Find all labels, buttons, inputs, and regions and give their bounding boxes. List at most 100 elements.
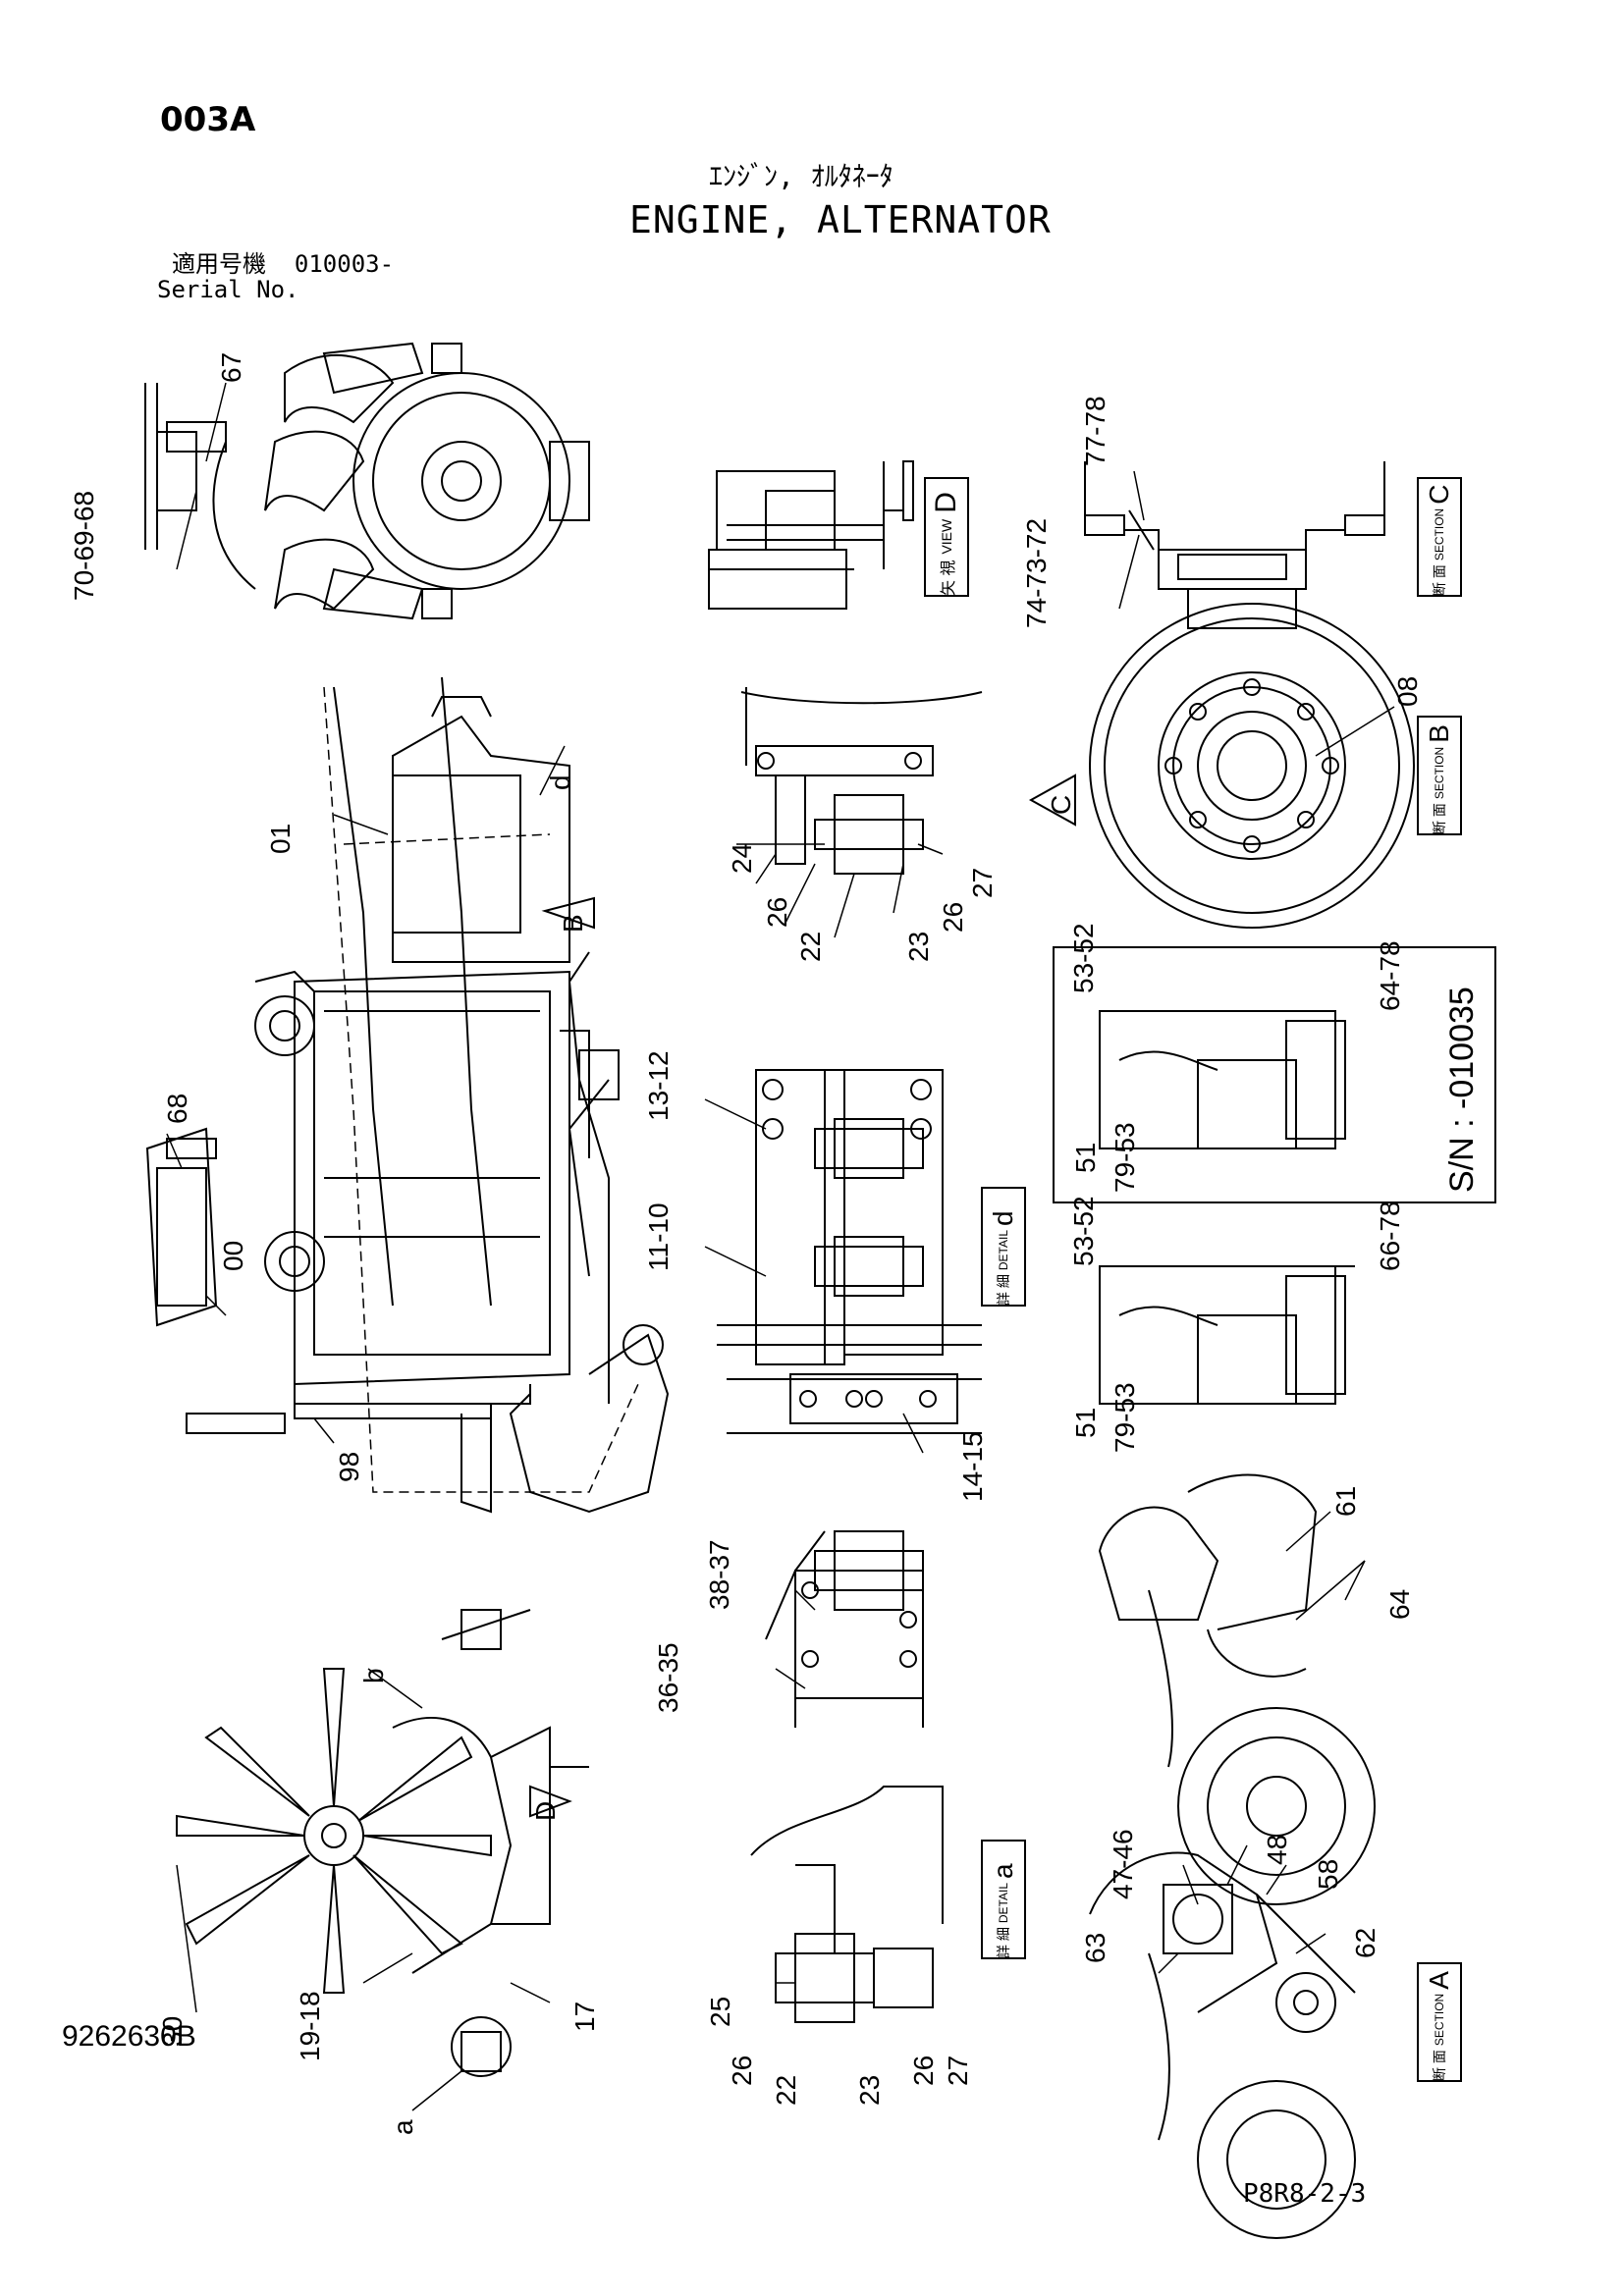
callout-C: C (1046, 794, 1076, 815)
callout-11-10: 11-10 (643, 1202, 674, 1271)
mount-detail-lower (765, 1530, 924, 1728)
callout-17: 17 (569, 2001, 600, 2032)
view-d-word: VIEW (939, 518, 954, 555)
mount-detail-upper (740, 687, 983, 875)
callout-51-b: 51 (1070, 1407, 1101, 1438)
callout-68: 68 (162, 1093, 192, 1124)
view-d-drawing (708, 460, 914, 610)
section-b-word: SECTION (1433, 746, 1446, 800)
section-b-drawing (1028, 603, 1415, 929)
leader-lines (166, 382, 1395, 2111)
callout-01: 01 (265, 823, 296, 854)
fan-view (176, 1609, 589, 2077)
section-b-letter: B (1424, 724, 1454, 743)
alternator-view-lower (1099, 1265, 1355, 1405)
alternator-view-upper (1098, 1473, 1376, 1905)
callout-64-78: 64-78 (1375, 940, 1405, 1011)
detail-a-kanji: 詳 細 (996, 1927, 1011, 1958)
callout-19-18: 19-18 (295, 1991, 325, 2061)
detail-a-drawing (750, 1786, 944, 2023)
callout-66-78: 66-78 (1375, 1201, 1405, 1271)
engine-rear-view (144, 342, 590, 620)
title-japanese: ｴﾝｼﾞﾝ, ｵﾙﾀﾈｰﾀ (709, 160, 893, 192)
view-d-letter: D (930, 492, 962, 513)
callout-26-c: 26 (727, 2055, 757, 2086)
callout-24: 24 (727, 842, 757, 874)
serial-label-jp: 適用号機 010003- (172, 251, 394, 277)
detail-d-word: DETAIL (997, 1229, 1010, 1271)
callout-48: 48 (1262, 1834, 1292, 1865)
callout-62: 62 (1350, 1927, 1380, 1958)
view-label-boxes (529, 477, 1462, 2082)
detail-a-word: DETAIL (997, 1882, 1010, 1924)
callout-53-52-b: 53-52 (1068, 1196, 1099, 1266)
section-a-kanji: 断 面 (1432, 2050, 1447, 2081)
callout-27-a: 27 (967, 867, 998, 898)
section-c-word: SECTION (1433, 507, 1446, 561)
callout-47-46: 47-46 (1108, 1829, 1138, 1899)
callout-25: 25 (705, 1996, 735, 2027)
callout-64: 64 (1384, 1588, 1415, 1620)
section-c-drawing (1084, 461, 1385, 629)
section-a-drawing (1089, 1851, 1356, 2239)
view-d-label: 矢 視 VIEW D (925, 478, 968, 596)
callout-36-35: 36-35 (653, 1642, 683, 1713)
callout-38-37: 38-37 (704, 1539, 734, 1610)
serial-label-en: Serial No. (157, 276, 299, 303)
detail-a-letter: a (988, 1863, 1018, 1879)
callout-d-top: d (545, 774, 575, 790)
callout-53-52-a: 53-52 (1068, 923, 1099, 993)
section-c-letter: C (1424, 484, 1454, 505)
detail-d-kanji: 詳 細 (996, 1274, 1011, 1306)
callout-61: 61 (1330, 1485, 1361, 1517)
callout-23-b: 23 (854, 2074, 885, 2106)
detail-d-label: 詳 細 DETAIL d (982, 1188, 1025, 1306)
page-reference: P8R8-2-3 (1243, 2179, 1367, 2209)
callout-51-a: 51 (1070, 1142, 1101, 1173)
callout-58: 58 (1313, 1858, 1343, 1890)
callout-67: 67 (216, 351, 246, 383)
section-b-kanji: 断 面 (1432, 803, 1447, 834)
engine-side-view (145, 676, 670, 1514)
section-a-word: SECTION (1433, 1993, 1446, 2047)
serial-box-frame (1053, 946, 1496, 1203)
callout-b: b (358, 1668, 389, 1683)
callout-a: a (388, 2119, 418, 2135)
callout-26-b: 26 (938, 901, 968, 933)
callout-27-b: 27 (943, 2055, 973, 2086)
callout-70-69-68: 70-69-68 (69, 490, 99, 601)
callout-79-53-a: 79-53 (1110, 1122, 1140, 1193)
callout-26-d: 26 (908, 2055, 939, 2086)
section-a-letter: A (1424, 1971, 1454, 1990)
section-a-label: 断 面 SECTION A (1418, 1963, 1461, 2081)
serial-label-jp-text: 適用号機 (172, 250, 266, 278)
callout-74-73-72: 74-73-72 (1021, 517, 1052, 628)
callout-77-78: 77-78 (1080, 396, 1110, 466)
section-c-label: 断 面 SECTION C (1418, 478, 1461, 596)
callout-22-a: 22 (795, 931, 826, 962)
callout-D: D (530, 1800, 561, 1821)
serial-value: 010003- (294, 250, 395, 278)
callout-22-b: 22 (771, 2074, 801, 2106)
callout-98: 98 (334, 1451, 364, 1482)
catalog-code: 003A (160, 100, 256, 139)
detail-d-drawing (717, 1069, 982, 1434)
section-c-kanji: 断 面 (1432, 564, 1447, 596)
detail-d-letter: d (988, 1210, 1018, 1226)
page-title: ENGINE, ALTERNATOR (629, 198, 1052, 241)
section-b-label: 断 面 SECTION B (1418, 717, 1461, 834)
callout-00: 00 (218, 1240, 248, 1271)
callout-08: 08 (1392, 675, 1423, 707)
document-number: 9262630B (62, 2020, 196, 2053)
callout-13-12: 13-12 (643, 1050, 674, 1121)
detail-a-label: 詳 細 DETAIL a (982, 1841, 1025, 1958)
serial-range-label: S/N : -010035 (1443, 987, 1481, 1193)
callout-23-a: 23 (903, 931, 934, 962)
callout-79-53-b: 79-53 (1110, 1382, 1140, 1453)
callout-14-15: 14-15 (957, 1431, 988, 1502)
view-d-kanji: 矢 視 (941, 560, 957, 596)
callout-63: 63 (1080, 1932, 1110, 1963)
callout-26-a: 26 (762, 896, 792, 928)
callout-B: B (558, 914, 588, 933)
